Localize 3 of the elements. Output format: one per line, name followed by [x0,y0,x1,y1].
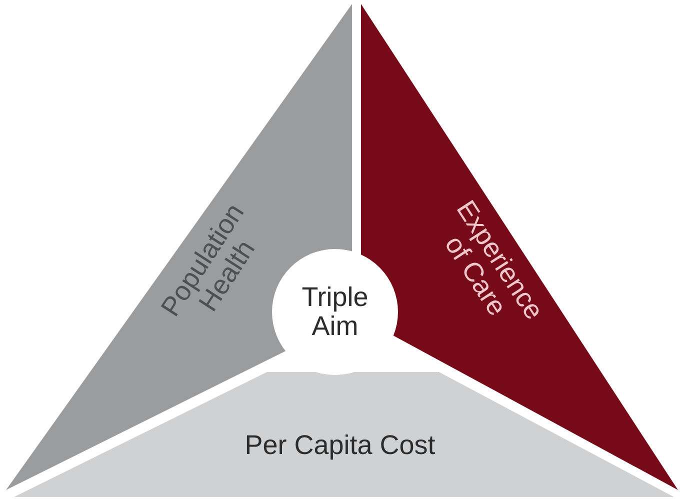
segment-label: Per Capita Cost [244,430,436,460]
segment-label: Triple Aim [300,283,370,341]
triangle-segment [14,372,674,497]
